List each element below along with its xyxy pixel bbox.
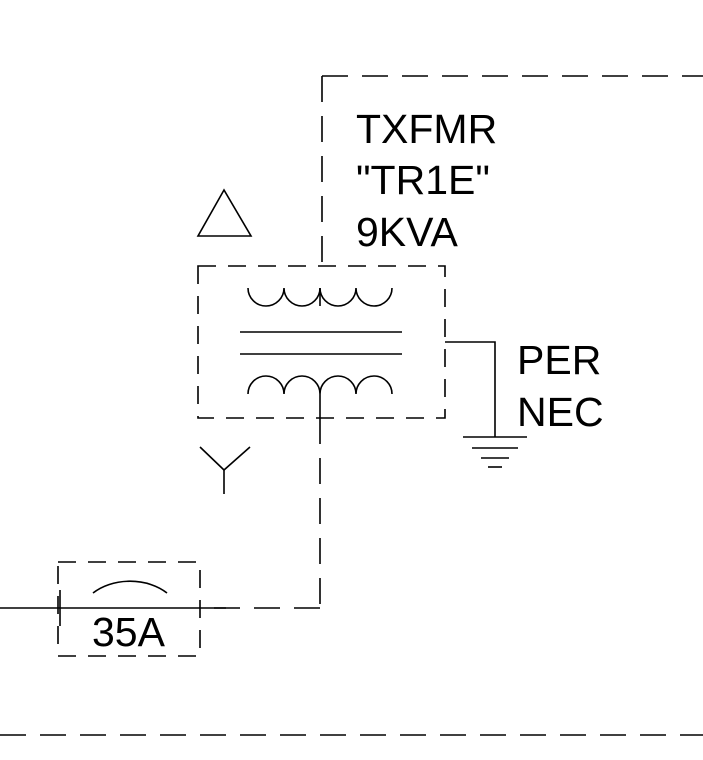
delta-icon bbox=[196, 188, 253, 237]
transformer-label-rating: 9KVA bbox=[356, 209, 458, 255]
ground-icon bbox=[463, 436, 527, 468]
breaker bbox=[22, 561, 226, 657]
transformer-label-type: TXFMR bbox=[356, 106, 497, 152]
ground-label-line1: PER bbox=[517, 337, 601, 383]
ground-label-line2: NEC bbox=[517, 389, 604, 435]
transformer-symbol bbox=[240, 287, 402, 418]
breaker-enclosure bbox=[57, 561, 201, 657]
wye-icon bbox=[199, 446, 251, 494]
transformer-enclosure bbox=[197, 265, 446, 419]
upper-feeder bbox=[321, 75, 703, 270]
transformer-label-name: "TR1E" bbox=[356, 157, 490, 203]
ground-connection bbox=[445, 341, 527, 468]
secondary-winding bbox=[247, 375, 393, 395]
breaker-arc-icon bbox=[92, 580, 168, 594]
breaker-rating-label: 35A bbox=[92, 609, 166, 655]
secondary-feeder bbox=[0, 418, 321, 609]
